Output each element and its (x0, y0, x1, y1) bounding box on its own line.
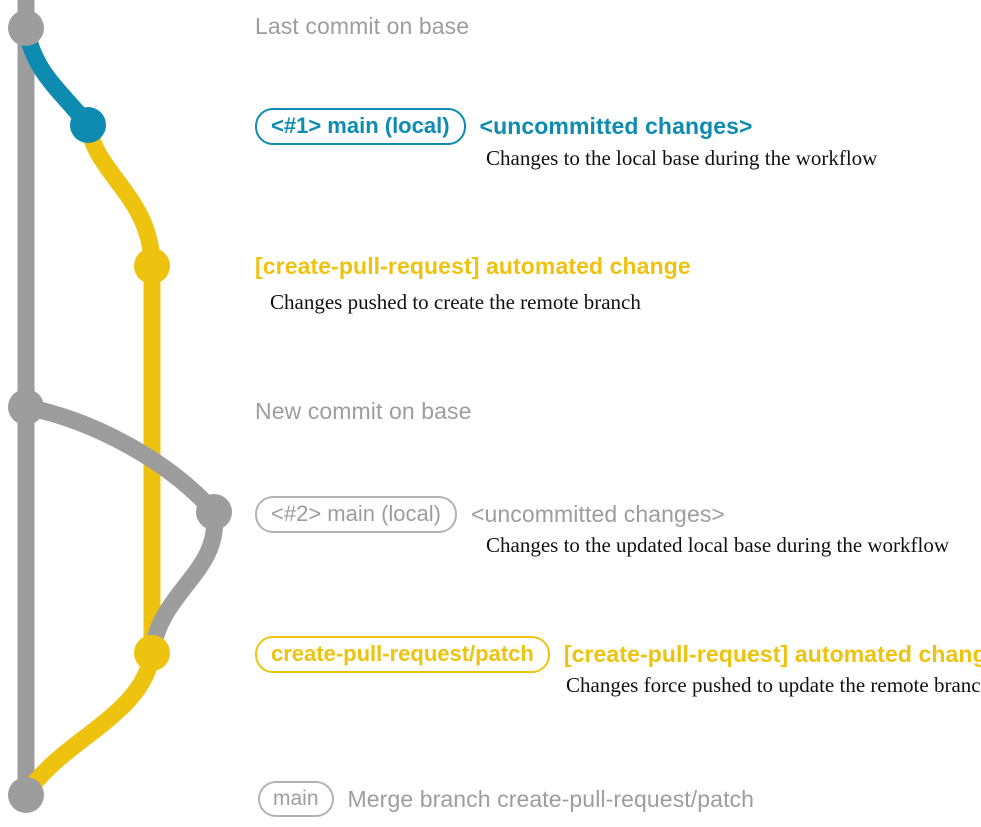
gray-branch-line-to-automated2 (143, 503, 224, 662)
commit-subject-merge: Merge branch create-pull-request/patch (347, 785, 755, 812)
commit-node-base-head[interactable] (8, 10, 44, 46)
row-last-commit-on-base: Last commit on base (255, 13, 469, 40)
description-local-main-1: Changes to the local base during the wor… (486, 146, 878, 170)
commit-node-automated-1[interactable] (134, 248, 170, 284)
gray-branch-line-to-local2 (17, 398, 223, 521)
commit-node-new-base-commit[interactable] (8, 389, 44, 425)
commit-subject-local-main-1: <uncommitted changes> (479, 113, 753, 139)
commit-subject-automated-change-2: [create-pull-request] automated change (563, 641, 981, 667)
ref-badge-local-main-2[interactable]: <#2> main (local) (255, 496, 457, 533)
commit-subject-new-commit-on-base: New commit on base (255, 398, 472, 424)
commit-subject-last-commit-on-base: Last commit on base (255, 13, 470, 39)
row-new-commit-on-base: New commit on base (255, 398, 472, 425)
commit-subject-local-main-2: <uncommitted changes> (470, 501, 725, 527)
ref-badge-create-pull-request-patch[interactable]: create-pull-request/patch (255, 636, 550, 673)
yellow-merge-line (17, 644, 161, 804)
row-automated-change-1: [create-pull-request] automated change (255, 253, 691, 280)
description-local-main-2: Changes to the updated local base during… (486, 533, 950, 557)
row-merge-commit: main Merge branch create-pull-request/pa… (258, 781, 754, 817)
ref-badge-local-main-1[interactable]: <#1> main (local) (255, 108, 466, 145)
ref-badge-main[interactable]: main (258, 781, 334, 817)
row-automated-change-2: create-pull-request/patch [create-pull-r… (255, 636, 981, 673)
commit-node-merge[interactable] (8, 777, 44, 813)
description-automated-change-2: Changes force pushed to update the remot… (566, 673, 981, 697)
commit-subject-automated-change-1: [create-pull-request] automated change (255, 253, 691, 279)
commit-node-local-main-1[interactable] (70, 107, 106, 143)
description-automated-change-1: Changes pushed to create the remote bran… (270, 290, 641, 314)
row-local-main-2: <#2> main (local) <uncommitted changes> (255, 496, 725, 533)
commit-node-automated-2[interactable] (134, 635, 170, 671)
commit-node-local-main-2[interactable] (196, 494, 232, 530)
row-local-main-1: <#1> main (local) <uncommitted changes> (255, 108, 753, 145)
yellow-branch-line-upper (79, 116, 161, 275)
